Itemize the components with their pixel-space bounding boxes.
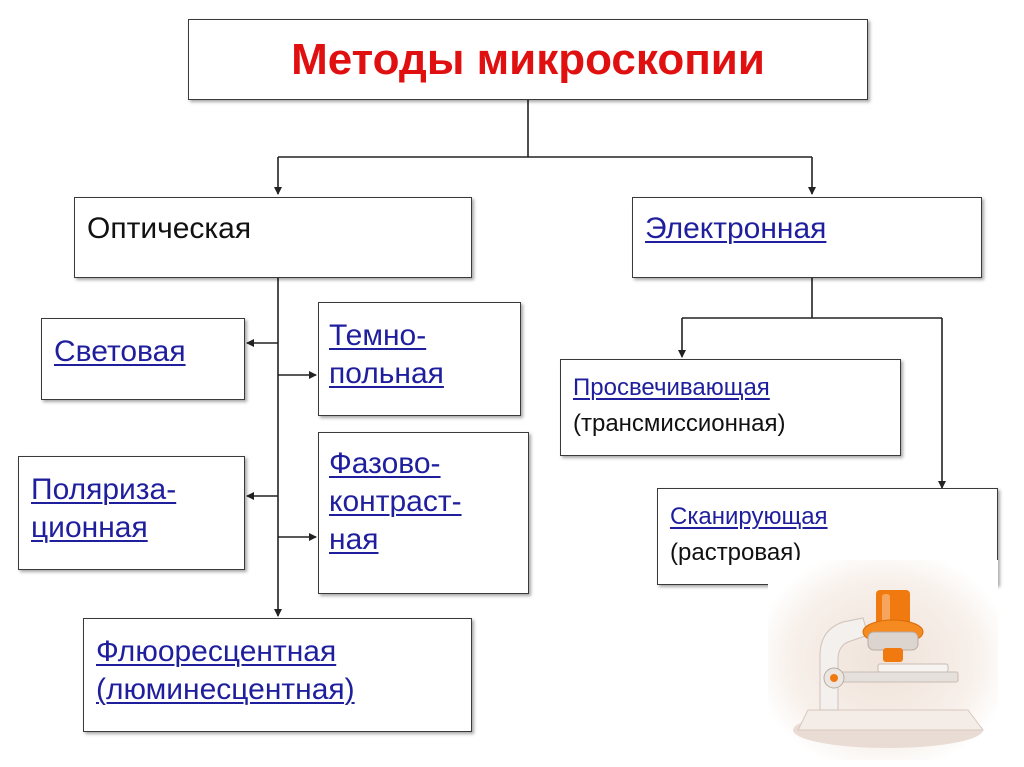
darkfield-box: Темно- польная [318,302,521,416]
polarization-box: Поляриза- ционная [18,456,245,570]
transmission-note: (трансмиссионная) [573,410,786,437]
light-microscopy-box: Световая [41,318,245,400]
scanning-link[interactable]: Сканирующая [670,503,828,530]
polarization-link-line2[interactable]: ционная [31,511,148,544]
electron-box: Электронная [632,197,982,278]
title-box: Методы микроскопии [188,19,868,100]
phase-contrast-link-line3[interactable]: ная [329,523,379,556]
microscope-illustration [768,560,998,760]
darkfield-link-line2[interactable]: польная [329,357,444,390]
microscope-icon [793,590,984,748]
page-title: Методы микроскопии [291,34,765,84]
phase-contrast-link-line2[interactable]: контраст- [329,485,462,518]
transmission-link[interactable]: Просвечивающая [573,374,770,401]
transmission-box: Просвечивающая (трансмиссионная) [560,359,901,456]
phase-contrast-link-line1[interactable]: Фазово- [329,447,441,480]
darkfield-link-line1[interactable]: Темно- [329,319,427,352]
fluorescent-link-line2[interactable]: (люминесцентная) [96,673,355,706]
fluorescent-box: Флюоресцентная (люминесцентная) [83,618,472,732]
light-microscopy-link[interactable]: Световая [54,335,186,368]
optical-label: Оптическая [87,212,252,245]
electron-link[interactable]: Электронная [645,212,827,245]
polarization-link-line1[interactable]: Поляриза- [31,473,177,506]
optical-box: Оптическая [74,197,472,278]
phase-contrast-box: Фазово- контраст- ная [318,432,529,594]
fluorescent-link-line1[interactable]: Флюоресцентная [96,635,337,668]
